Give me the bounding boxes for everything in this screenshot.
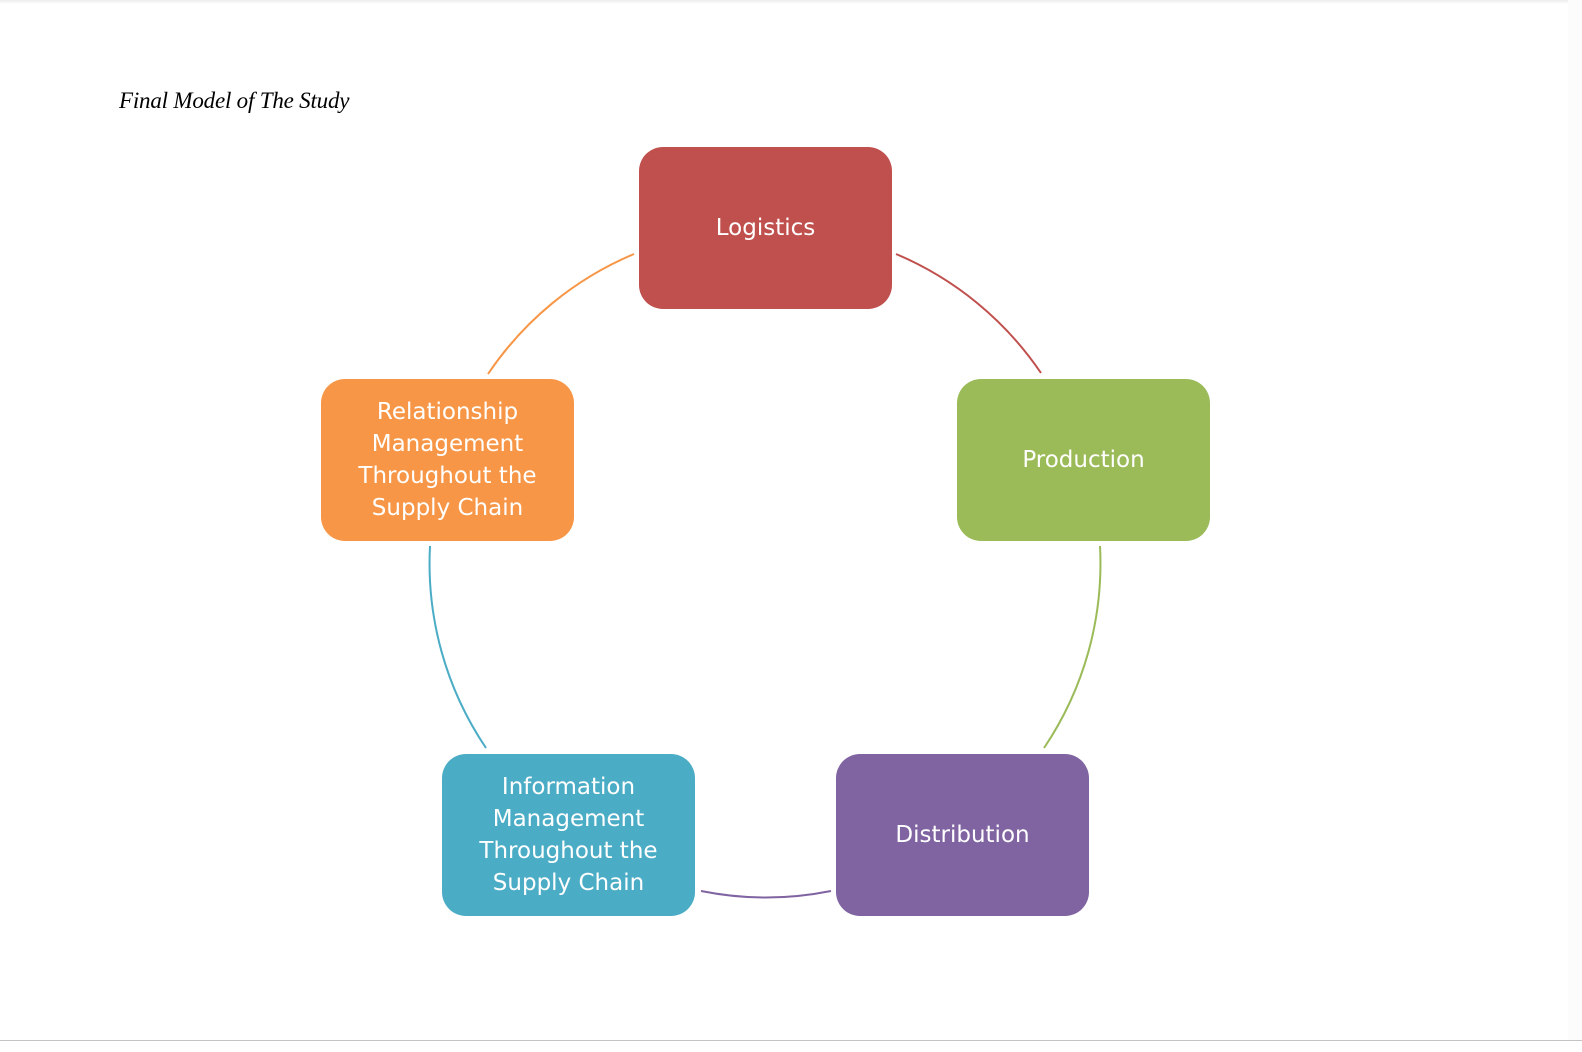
page-top-edge [0, 0, 1582, 4]
page-right-margin [1568, 0, 1582, 1051]
node-label: Production [1022, 447, 1145, 473]
connector-relationship-logistics [487, 253, 635, 375]
node-distribution[interactable]: Distribution [836, 754, 1089, 916]
node-information-management[interactable]: Information Management Throughout the Su… [442, 754, 695, 916]
connector-logistics-production [895, 253, 1042, 374]
figure-caption: Final Model of The Study [119, 88, 350, 113]
connector-information-relationship [428, 545, 487, 749]
node-label: Distribution [895, 822, 1030, 848]
node-logistics[interactable]: Logistics [639, 147, 892, 309]
connector-production-distribution [1043, 545, 1102, 749]
connector-distribution-information [700, 890, 832, 899]
node-label: Relationship Management Throughout the S… [358, 399, 537, 521]
node-production[interactable]: Production [957, 379, 1210, 541]
page-bottom-edge [0, 1040, 1582, 1052]
node-label: Information Management Throughout the Su… [479, 774, 658, 896]
node-relationship-management[interactable]: Relationship Management Throughout the S… [321, 379, 574, 541]
node-label: Logistics [715, 215, 816, 241]
